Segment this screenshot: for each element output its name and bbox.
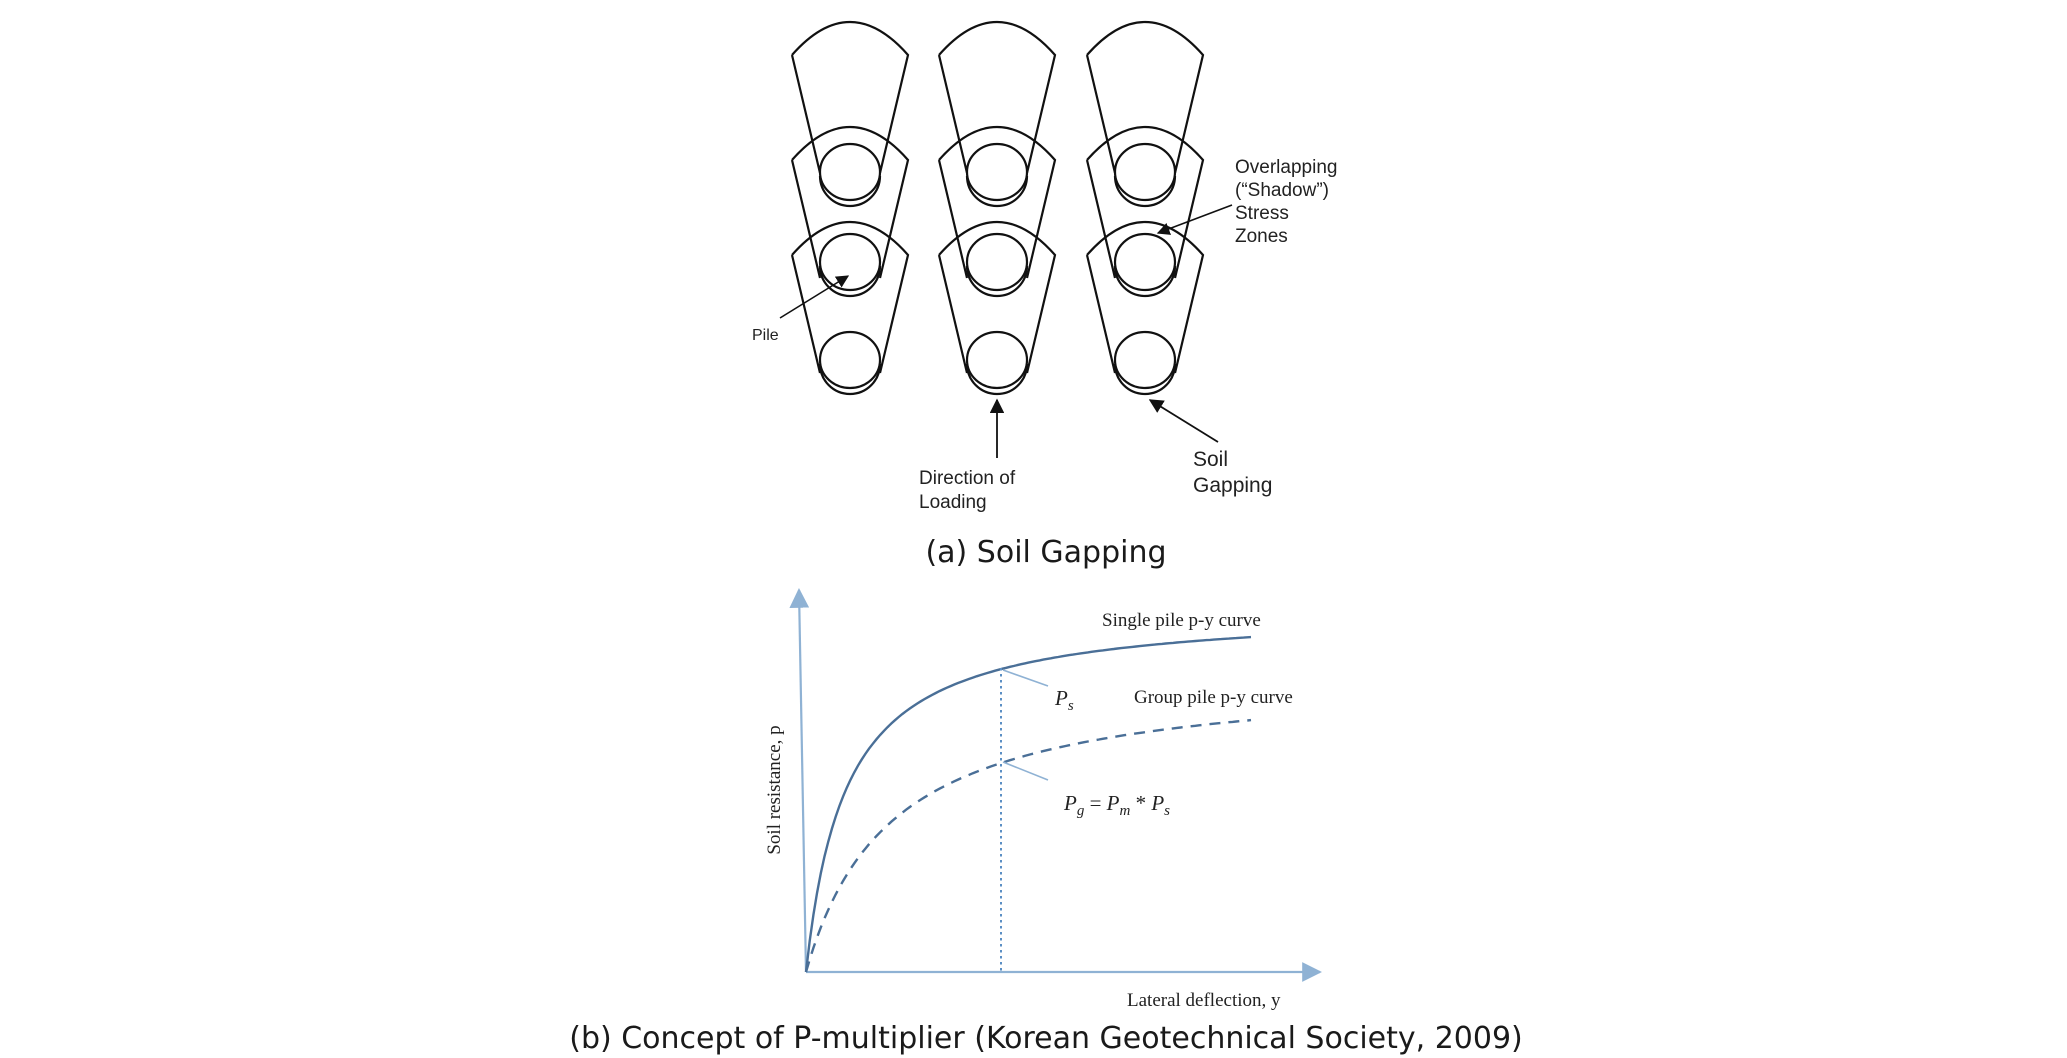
shadow-zone xyxy=(790,221,910,374)
pg-leader-line xyxy=(1002,761,1049,781)
overlap-label-line2: (“Shadow”) xyxy=(1235,180,1329,201)
x-axis-label: Lateral deflection, y xyxy=(1127,990,1281,1011)
direction-label-line1: Direction of xyxy=(919,468,1016,489)
soil-gap xyxy=(965,265,1029,298)
shadow-zone xyxy=(790,126,910,279)
soil-gap xyxy=(818,175,882,208)
pile-arrow xyxy=(779,275,850,319)
overlap-label-line1: Overlapping xyxy=(1235,157,1337,178)
pile xyxy=(965,330,1029,390)
soil-gap xyxy=(965,363,1029,396)
group-pile-label: Group pile p-y curve xyxy=(1134,687,1293,708)
soil-gapping-diagram: Overlapping (“Shadow”) Stress Zones Pile… xyxy=(752,21,1337,570)
pg-equation: Pg = Pm * Ps xyxy=(1063,791,1170,819)
single-pile-curve xyxy=(804,635,1252,973)
p-multiplier-chart: Single pile p-y curve Group pile p-y cur… xyxy=(569,588,1523,1056)
y-axis-label: Soil resistance, p xyxy=(764,725,785,854)
group-pile-curve xyxy=(804,718,1252,973)
shadow-zone xyxy=(937,126,1057,279)
soil-gap xyxy=(1113,265,1177,298)
caption-b: (b) Concept of P-multiplier (Korean Geot… xyxy=(569,1021,1523,1056)
direction-label-line2: Loading xyxy=(919,492,987,513)
pile xyxy=(818,232,882,292)
soil-gap xyxy=(1113,363,1177,396)
pile xyxy=(965,232,1029,292)
overlap-label-line3: Stress xyxy=(1235,203,1289,224)
pile-columns xyxy=(790,21,1205,396)
pile xyxy=(818,330,882,390)
soil-gap xyxy=(1113,175,1177,208)
soil-gap xyxy=(818,265,882,298)
shadow-zone xyxy=(937,221,1057,374)
shadow-zone xyxy=(1085,126,1205,279)
ps-annotation: Ps xyxy=(1054,686,1074,714)
shadow-zone xyxy=(937,21,1057,174)
pile xyxy=(1113,232,1177,292)
shadow-zone xyxy=(790,21,910,174)
overlap-arrow xyxy=(1156,204,1233,235)
y-axis xyxy=(789,588,810,973)
shadow-zone xyxy=(1085,21,1205,174)
shadow-zone xyxy=(1085,221,1205,374)
single-pile-label: Single pile p-y curve xyxy=(1102,610,1261,631)
caption-a: (a) Soil Gapping xyxy=(925,535,1166,570)
pile xyxy=(818,142,882,202)
overlap-label-line4: Zones xyxy=(1235,226,1288,247)
soil-gap xyxy=(965,175,1029,208)
pile xyxy=(1113,142,1177,202)
pile-label: Pile xyxy=(752,327,779,344)
gapping-label-line1: Soil xyxy=(1193,448,1228,471)
gapping-label-line2: Gapping xyxy=(1193,474,1272,497)
ps-leader-line xyxy=(1002,669,1049,687)
soil-gap xyxy=(818,363,882,396)
pile xyxy=(965,142,1029,202)
gapping-arrow xyxy=(1148,399,1219,443)
pile xyxy=(1113,330,1177,390)
